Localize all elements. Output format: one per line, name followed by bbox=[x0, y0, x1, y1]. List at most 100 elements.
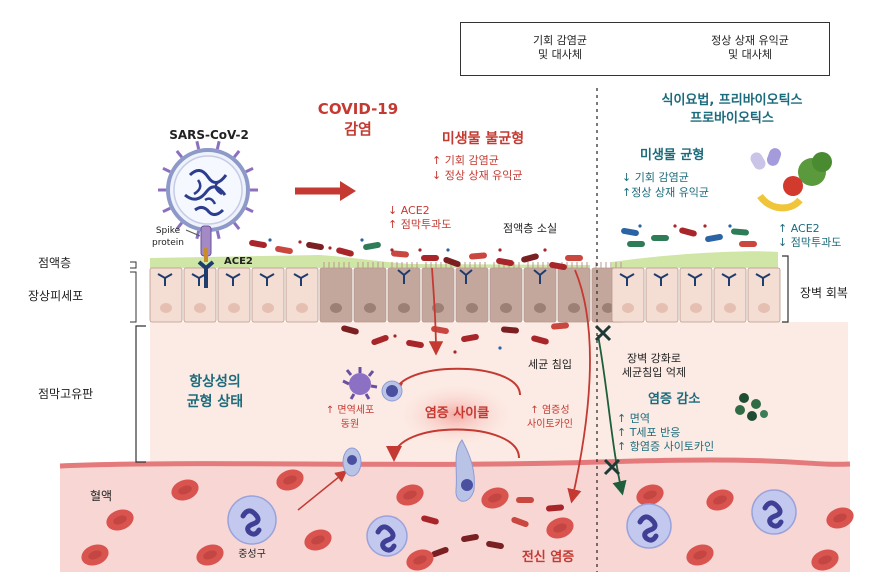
ace2-receptor-icon bbox=[755, 273, 771, 286]
cell-nucleus bbox=[724, 303, 736, 313]
metabolite-dot bbox=[418, 248, 422, 252]
epithelial-cell bbox=[455, 267, 489, 323]
reduced-inflammation-title: 염증 감소 bbox=[648, 392, 701, 407]
spike-protein bbox=[245, 206, 254, 214]
cell-nucleus bbox=[364, 303, 376, 313]
spike-protein bbox=[215, 140, 221, 150]
immune-recruit-label-2: 동원 bbox=[340, 419, 360, 430]
mucus-layer-label: 점액층 bbox=[38, 256, 72, 270]
blood-vessel-region bbox=[60, 460, 850, 572]
cell-nucleus bbox=[500, 303, 512, 313]
ace2-receptor-icon bbox=[397, 269, 411, 284]
cell-nucleus bbox=[330, 303, 342, 313]
infection-arrowhead bbox=[340, 181, 356, 201]
bacterium bbox=[531, 335, 549, 345]
metabolite-dot bbox=[673, 224, 677, 228]
bacteria-group bbox=[249, 224, 757, 558]
bacterium bbox=[341, 325, 359, 335]
bacterium bbox=[461, 333, 479, 343]
spike-protein bbox=[175, 149, 183, 159]
reduced-line-2: ↑ T세포 반응 bbox=[617, 426, 681, 439]
bacterium bbox=[546, 504, 564, 512]
neutrophil-label: 중성구 bbox=[238, 549, 266, 560]
metabolite-dot bbox=[268, 238, 272, 242]
probiotic-cluster-icon bbox=[735, 393, 768, 421]
epithelial-cell bbox=[183, 267, 217, 323]
epithelial-cell bbox=[319, 267, 353, 323]
covid-title: COVID-19 bbox=[317, 100, 399, 118]
red-blood-cell-center bbox=[833, 513, 847, 523]
red-blood-cell-center bbox=[403, 490, 417, 500]
virus-name: SARS-CoV-2 bbox=[169, 128, 249, 142]
dysbiosis-line-1: ↑ 기회 감염균 bbox=[432, 154, 499, 167]
epithelium-bracket bbox=[130, 271, 137, 323]
covid-title-2: 감염 bbox=[344, 120, 372, 138]
metabolite-dot bbox=[703, 224, 707, 228]
neutrophil-nucleus bbox=[240, 508, 262, 537]
bacterium bbox=[421, 255, 439, 261]
cell-nucleus bbox=[534, 303, 546, 313]
cytokine-label-2: 사이토카인 bbox=[527, 419, 573, 430]
metabolite-dot bbox=[638, 224, 642, 228]
macrophage-icon bbox=[342, 367, 378, 400]
neutrophil-nucleus bbox=[762, 500, 784, 529]
epithelial-cell bbox=[149, 267, 183, 323]
neutrophil-icon bbox=[366, 515, 408, 557]
cell-nucleus bbox=[656, 303, 668, 313]
invasion-arrow-1 bbox=[428, 267, 444, 356]
bacterial-invasion-label: 세균 침입 bbox=[528, 358, 572, 371]
ace2-down-label: ↓ ACE2 bbox=[388, 204, 430, 217]
red-blood-cell-center bbox=[413, 555, 427, 565]
epithelial-cell bbox=[387, 267, 421, 323]
invasion-arrow-2 bbox=[567, 269, 591, 504]
ace2-receptor-icon bbox=[191, 273, 207, 286]
epithelial-cell bbox=[645, 267, 679, 323]
mucus-layer-right bbox=[612, 251, 778, 268]
epithelial-cell bbox=[713, 267, 747, 323]
systemic-inflammation-label: 전신 염증 bbox=[521, 550, 575, 565]
epithelial-cell bbox=[489, 267, 523, 323]
bacterium bbox=[431, 546, 449, 558]
blood-vessel-wall bbox=[59, 457, 851, 469]
metabolite-dot bbox=[498, 248, 502, 252]
spike-protein bbox=[215, 230, 221, 240]
ace2-receptor-icon bbox=[687, 273, 703, 286]
red-blood-cell-center bbox=[88, 550, 102, 560]
eubiosis-title: 미생물 균형 bbox=[640, 148, 705, 163]
homeostasis-label-1: 항상성의 bbox=[189, 374, 241, 390]
red-blood-cell-center bbox=[553, 523, 567, 533]
bacterium bbox=[275, 245, 293, 255]
ace2-label: ACE2 bbox=[224, 256, 253, 267]
lamina-propria-label: 점막고유판 bbox=[38, 387, 94, 401]
epithelial-cell bbox=[611, 267, 645, 323]
bacterium bbox=[421, 515, 439, 525]
metabolite-dot bbox=[393, 334, 397, 338]
eubiosis-line-2: ↑정상 상재 유익균 bbox=[622, 186, 710, 199]
ace2-up-label: ↑ ACE2 bbox=[778, 222, 820, 235]
bacterium bbox=[371, 334, 389, 346]
therapy-title-2: 프로바이오틱스 bbox=[690, 111, 774, 126]
spike-protein bbox=[233, 221, 241, 231]
bacterium bbox=[731, 228, 749, 236]
virus-icon bbox=[166, 148, 250, 232]
bacterium bbox=[469, 252, 487, 260]
legend-commensal-label-2: 및 대사체 bbox=[728, 48, 772, 61]
epithelium-label: 장상피세포 bbox=[28, 289, 84, 303]
cycle-arrow-top bbox=[387, 367, 521, 399]
legend-pathogen-label-1: 기회 감염균 bbox=[532, 34, 588, 47]
cell-nucleus bbox=[690, 303, 702, 313]
blood-label: 혈액 bbox=[90, 489, 113, 503]
therapy-title-1: 식이요법, 프리바이오틱스 bbox=[661, 93, 803, 108]
lamina-bracket bbox=[135, 325, 146, 463]
metabolite-dot bbox=[360, 238, 364, 242]
ace2-receptor-icon bbox=[653, 273, 669, 286]
bacterium bbox=[705, 233, 723, 243]
bacterium bbox=[627, 241, 645, 247]
red-blood-cell-center bbox=[818, 555, 832, 565]
cell-nucleus bbox=[622, 303, 634, 313]
metabolite-dot bbox=[728, 224, 732, 228]
homeostasis-label-2: 균형 상태 bbox=[186, 394, 244, 410]
cytokine-label-1: ↑ 염증성 bbox=[530, 405, 570, 416]
ace2-receptor-icon bbox=[157, 273, 173, 286]
